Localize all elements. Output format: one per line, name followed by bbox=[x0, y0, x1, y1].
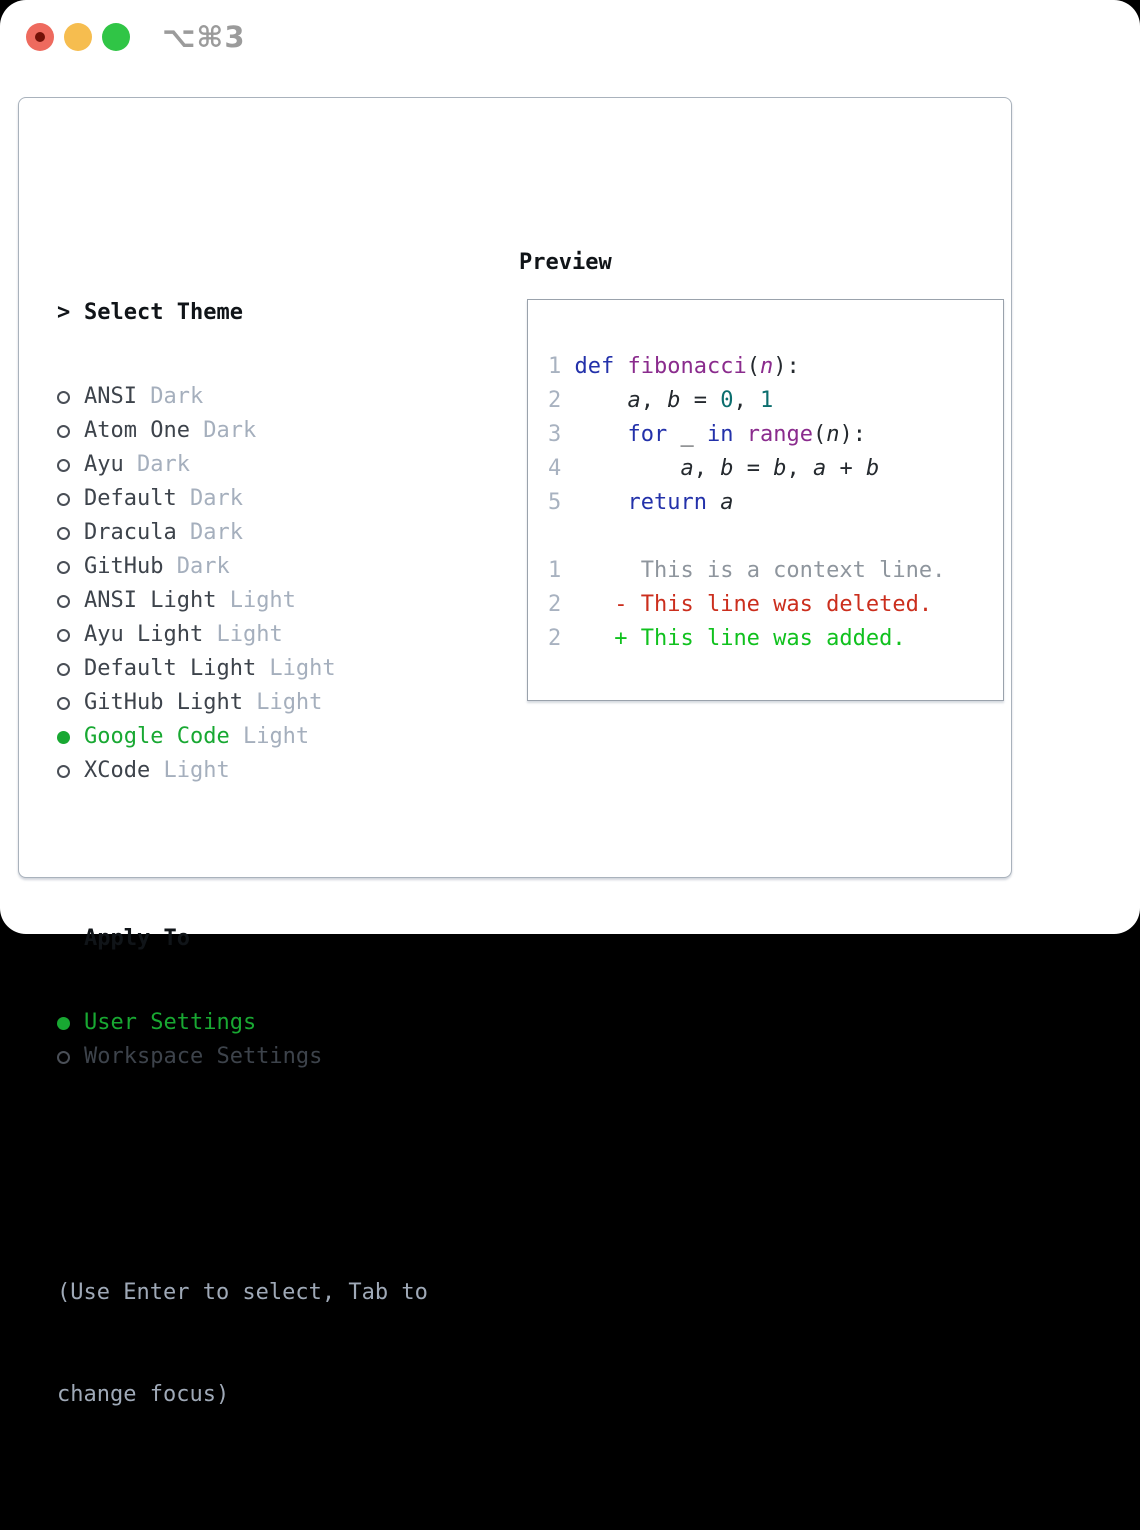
option-label: ANSI bbox=[84, 384, 137, 409]
preview-line: 2 + This line was added. bbox=[548, 626, 906, 651]
radio-unselected-icon bbox=[57, 696, 84, 710]
preview-line: 2 a, b = 0, 1 bbox=[548, 388, 774, 413]
radio-unselected-icon bbox=[57, 662, 84, 676]
option-variant-label: Dark bbox=[176, 486, 243, 511]
preview-line bbox=[548, 520, 1003, 554]
apply-to-title: Apply To bbox=[84, 926, 190, 951]
option-variant-label: Light bbox=[242, 690, 323, 715]
window-title: ⌥⌘3 bbox=[162, 20, 246, 54]
option-label: GitHub bbox=[84, 554, 164, 579]
option-variant-label: Dark bbox=[123, 452, 190, 477]
theme-item-github-light[interactable]: GitHub Light Light bbox=[57, 686, 428, 720]
option-label: GitHub Light bbox=[84, 690, 243, 715]
preview-line: 4 a, b = b, a + b bbox=[548, 456, 880, 481]
radio-unselected-icon bbox=[57, 458, 84, 472]
theme-item-google-code[interactable]: Google Code Light bbox=[57, 720, 428, 754]
theme-item-default[interactable]: Default Dark bbox=[57, 482, 428, 516]
theme-item-atom-one[interactable]: Atom One Dark bbox=[57, 414, 428, 448]
option-label: Ayu Light bbox=[84, 622, 204, 647]
apply-option-user-settings[interactable]: User Settings bbox=[57, 1006, 428, 1040]
option-label: Default bbox=[84, 486, 177, 511]
option-label: Ayu bbox=[84, 452, 124, 477]
preview-line: 1 def fibonacci(n): bbox=[548, 354, 800, 379]
radio-selected-icon bbox=[57, 1016, 84, 1030]
close-button[interactable] bbox=[26, 23, 54, 51]
theme-item-ansi-light[interactable]: ANSI Light Light bbox=[57, 584, 428, 618]
option-label: User Settings bbox=[84, 1010, 257, 1035]
option-variant-label: Light bbox=[216, 588, 296, 613]
radio-unselected-icon bbox=[57, 764, 84, 778]
theme-item-ayu[interactable]: Ayu Dark bbox=[57, 448, 428, 482]
option-variant-label: Light bbox=[203, 622, 283, 647]
preview-code: 1 def fibonacci(n): 2 a, b = 0, 1 3 for _ … bbox=[548, 350, 1003, 656]
option-label: Atom One bbox=[84, 418, 190, 443]
help-line-1: (Use Enter to select, Tab to bbox=[57, 1280, 428, 1305]
option-variant-label: Dark bbox=[176, 520, 243, 545]
theme-list-title: Select Theme bbox=[84, 300, 243, 325]
option-label: ANSI Light bbox=[84, 588, 217, 613]
radio-unselected-icon bbox=[57, 390, 84, 404]
preview-line: 2 - This line was deleted. bbox=[548, 592, 933, 617]
radio-unselected-icon bbox=[57, 424, 84, 438]
spacer bbox=[57, 838, 428, 872]
maximize-button[interactable] bbox=[102, 23, 130, 51]
radio-unselected-icon bbox=[57, 560, 84, 574]
preview-line: 1 This is a context line. bbox=[548, 558, 946, 583]
radio-unselected-icon bbox=[57, 594, 84, 608]
theme-item-ansi[interactable]: ANSI Dark bbox=[57, 380, 428, 414]
radio-unselected-icon bbox=[57, 526, 84, 540]
option-label: Dracula bbox=[84, 520, 177, 545]
radio-unselected-icon bbox=[57, 492, 84, 506]
cursor-indicator: > bbox=[57, 300, 71, 325]
spacer bbox=[57, 1124, 428, 1158]
radio-selected-icon bbox=[57, 730, 84, 744]
preview-title: Preview bbox=[519, 250, 612, 275]
radio-unselected-icon bbox=[57, 1050, 84, 1064]
option-variant-label: Dark bbox=[136, 384, 204, 409]
preview-line: 3 for _ in range(n): bbox=[548, 422, 866, 447]
option-variant-label: Light bbox=[229, 724, 310, 749]
option-label: XCode bbox=[84, 758, 151, 783]
theme-item-dracula[interactable]: Dracula Dark bbox=[57, 516, 428, 550]
theme-item-ayu-light[interactable]: Ayu Light Light bbox=[57, 618, 428, 652]
theme-item-github[interactable]: GitHub Dark bbox=[57, 550, 428, 584]
apply-to-header: Apply To bbox=[57, 922, 428, 956]
option-variant-label: Dark bbox=[189, 418, 257, 443]
option-variant-label: Light bbox=[150, 758, 230, 783]
option-label: Workspace Settings bbox=[84, 1044, 323, 1069]
theme-list-header: > Select Theme bbox=[57, 296, 428, 330]
option-variant-label: Light bbox=[256, 656, 336, 681]
preview-line: 5 return a bbox=[548, 490, 734, 515]
apply-option-workspace-settings[interactable]: Workspace Settings bbox=[57, 1040, 428, 1074]
option-label: Default Light bbox=[84, 656, 257, 681]
theme-item-default-light[interactable]: Default Light Light bbox=[57, 652, 428, 686]
preview-box: 1 def fibonacci(n): 2 a, b = 0, 1 3 for _ … bbox=[527, 299, 1004, 701]
option-label: Google Code bbox=[84, 724, 230, 749]
option-variant-label: Dark bbox=[163, 554, 230, 579]
close-dot-icon bbox=[35, 32, 45, 42]
help-text: (Use Enter to select, Tab to change focu… bbox=[57, 1208, 428, 1480]
help-line-2: change focus) bbox=[57, 1382, 230, 1407]
minimize-button[interactable] bbox=[64, 23, 92, 51]
theme-item-xcode[interactable]: XCode Light bbox=[57, 754, 428, 788]
radio-unselected-icon bbox=[57, 628, 84, 642]
